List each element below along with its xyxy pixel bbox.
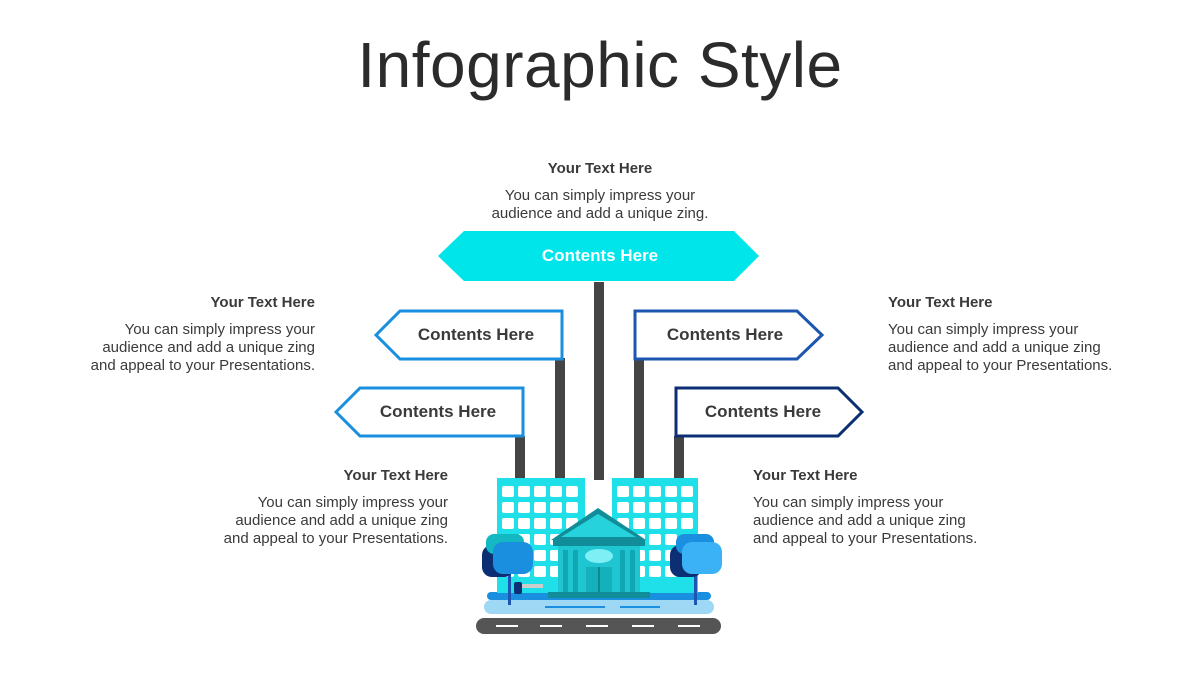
pole-left-lower	[515, 436, 525, 480]
window	[665, 518, 677, 529]
bench	[514, 582, 543, 594]
text-body: You can simply impress your audience and…	[888, 321, 1113, 374]
window	[633, 518, 645, 529]
sign-right-lower-label: Contents Here	[704, 402, 822, 421]
window	[633, 502, 645, 513]
window	[649, 534, 661, 545]
window	[566, 486, 578, 497]
window	[649, 566, 661, 577]
window	[550, 486, 562, 497]
window	[665, 534, 677, 545]
window	[681, 518, 693, 529]
window	[518, 486, 530, 497]
window	[534, 534, 546, 545]
text-block-left-upper: Your Text Here You can simply impress yo…	[60, 294, 315, 375]
tree-right	[670, 534, 722, 605]
window	[550, 518, 562, 529]
sign-right-lower-shape	[674, 386, 865, 438]
text-heading: Your Text Here	[547, 160, 653, 177]
text-body: You can simply impress your audience and…	[223, 494, 448, 547]
window	[534, 566, 546, 577]
window	[617, 502, 629, 513]
window	[534, 550, 546, 561]
text-body: You can simply impress your audience and…	[753, 494, 978, 547]
window	[633, 486, 645, 497]
window	[534, 486, 546, 497]
window	[649, 550, 661, 561]
window	[566, 502, 578, 513]
sign-right-upper-label: Contents Here	[666, 325, 784, 344]
text-block-top: Your Text Here You can simply impress yo…	[450, 160, 750, 223]
window	[649, 502, 661, 513]
window	[518, 518, 530, 529]
pole-center	[594, 282, 604, 480]
window	[681, 502, 693, 513]
page-title: Infographic Style	[357, 29, 843, 101]
sign-left-lower-label: Contents Here	[379, 402, 497, 421]
window	[681, 486, 693, 497]
pole-left-upper	[555, 358, 565, 480]
window	[502, 518, 514, 529]
text-heading: Your Text Here	[753, 467, 858, 484]
sign-poles	[515, 282, 684, 480]
text-block-left-lower: Your Text Here You can simply impress yo…	[190, 467, 448, 548]
text-heading: Your Text Here	[210, 294, 315, 311]
text-heading: Your Text Here	[888, 294, 993, 311]
sign-left-lower-shape	[333, 386, 525, 438]
sign-left-upper-shape	[373, 309, 564, 361]
window	[665, 502, 677, 513]
road	[476, 592, 721, 634]
tree-left	[482, 534, 533, 605]
window	[550, 502, 562, 513]
window	[649, 486, 661, 497]
text-block-right-upper: Your Text Here You can simply impress yo…	[888, 294, 1148, 375]
window	[502, 486, 514, 497]
sign-top-label: Contents Here	[541, 246, 659, 265]
text-heading: Your Text Here	[343, 467, 448, 484]
window	[665, 486, 677, 497]
sign-top-shape	[438, 231, 759, 281]
sign-left-upper-label: Contents Here	[417, 325, 535, 344]
window	[534, 502, 546, 513]
text-body: You can simply impress your audience and…	[491, 187, 709, 222]
window	[649, 518, 661, 529]
bank-building	[548, 508, 650, 598]
sign-right-upper-shape	[633, 309, 825, 361]
window	[534, 518, 546, 529]
pole-right-upper	[634, 358, 644, 480]
window	[617, 486, 629, 497]
text-block-right-lower: Your Text Here You can simply impress yo…	[753, 467, 1013, 548]
pole-right-lower	[674, 436, 684, 480]
window	[502, 502, 514, 513]
window	[518, 502, 530, 513]
text-body: You can simply impress your audience and…	[90, 321, 315, 374]
